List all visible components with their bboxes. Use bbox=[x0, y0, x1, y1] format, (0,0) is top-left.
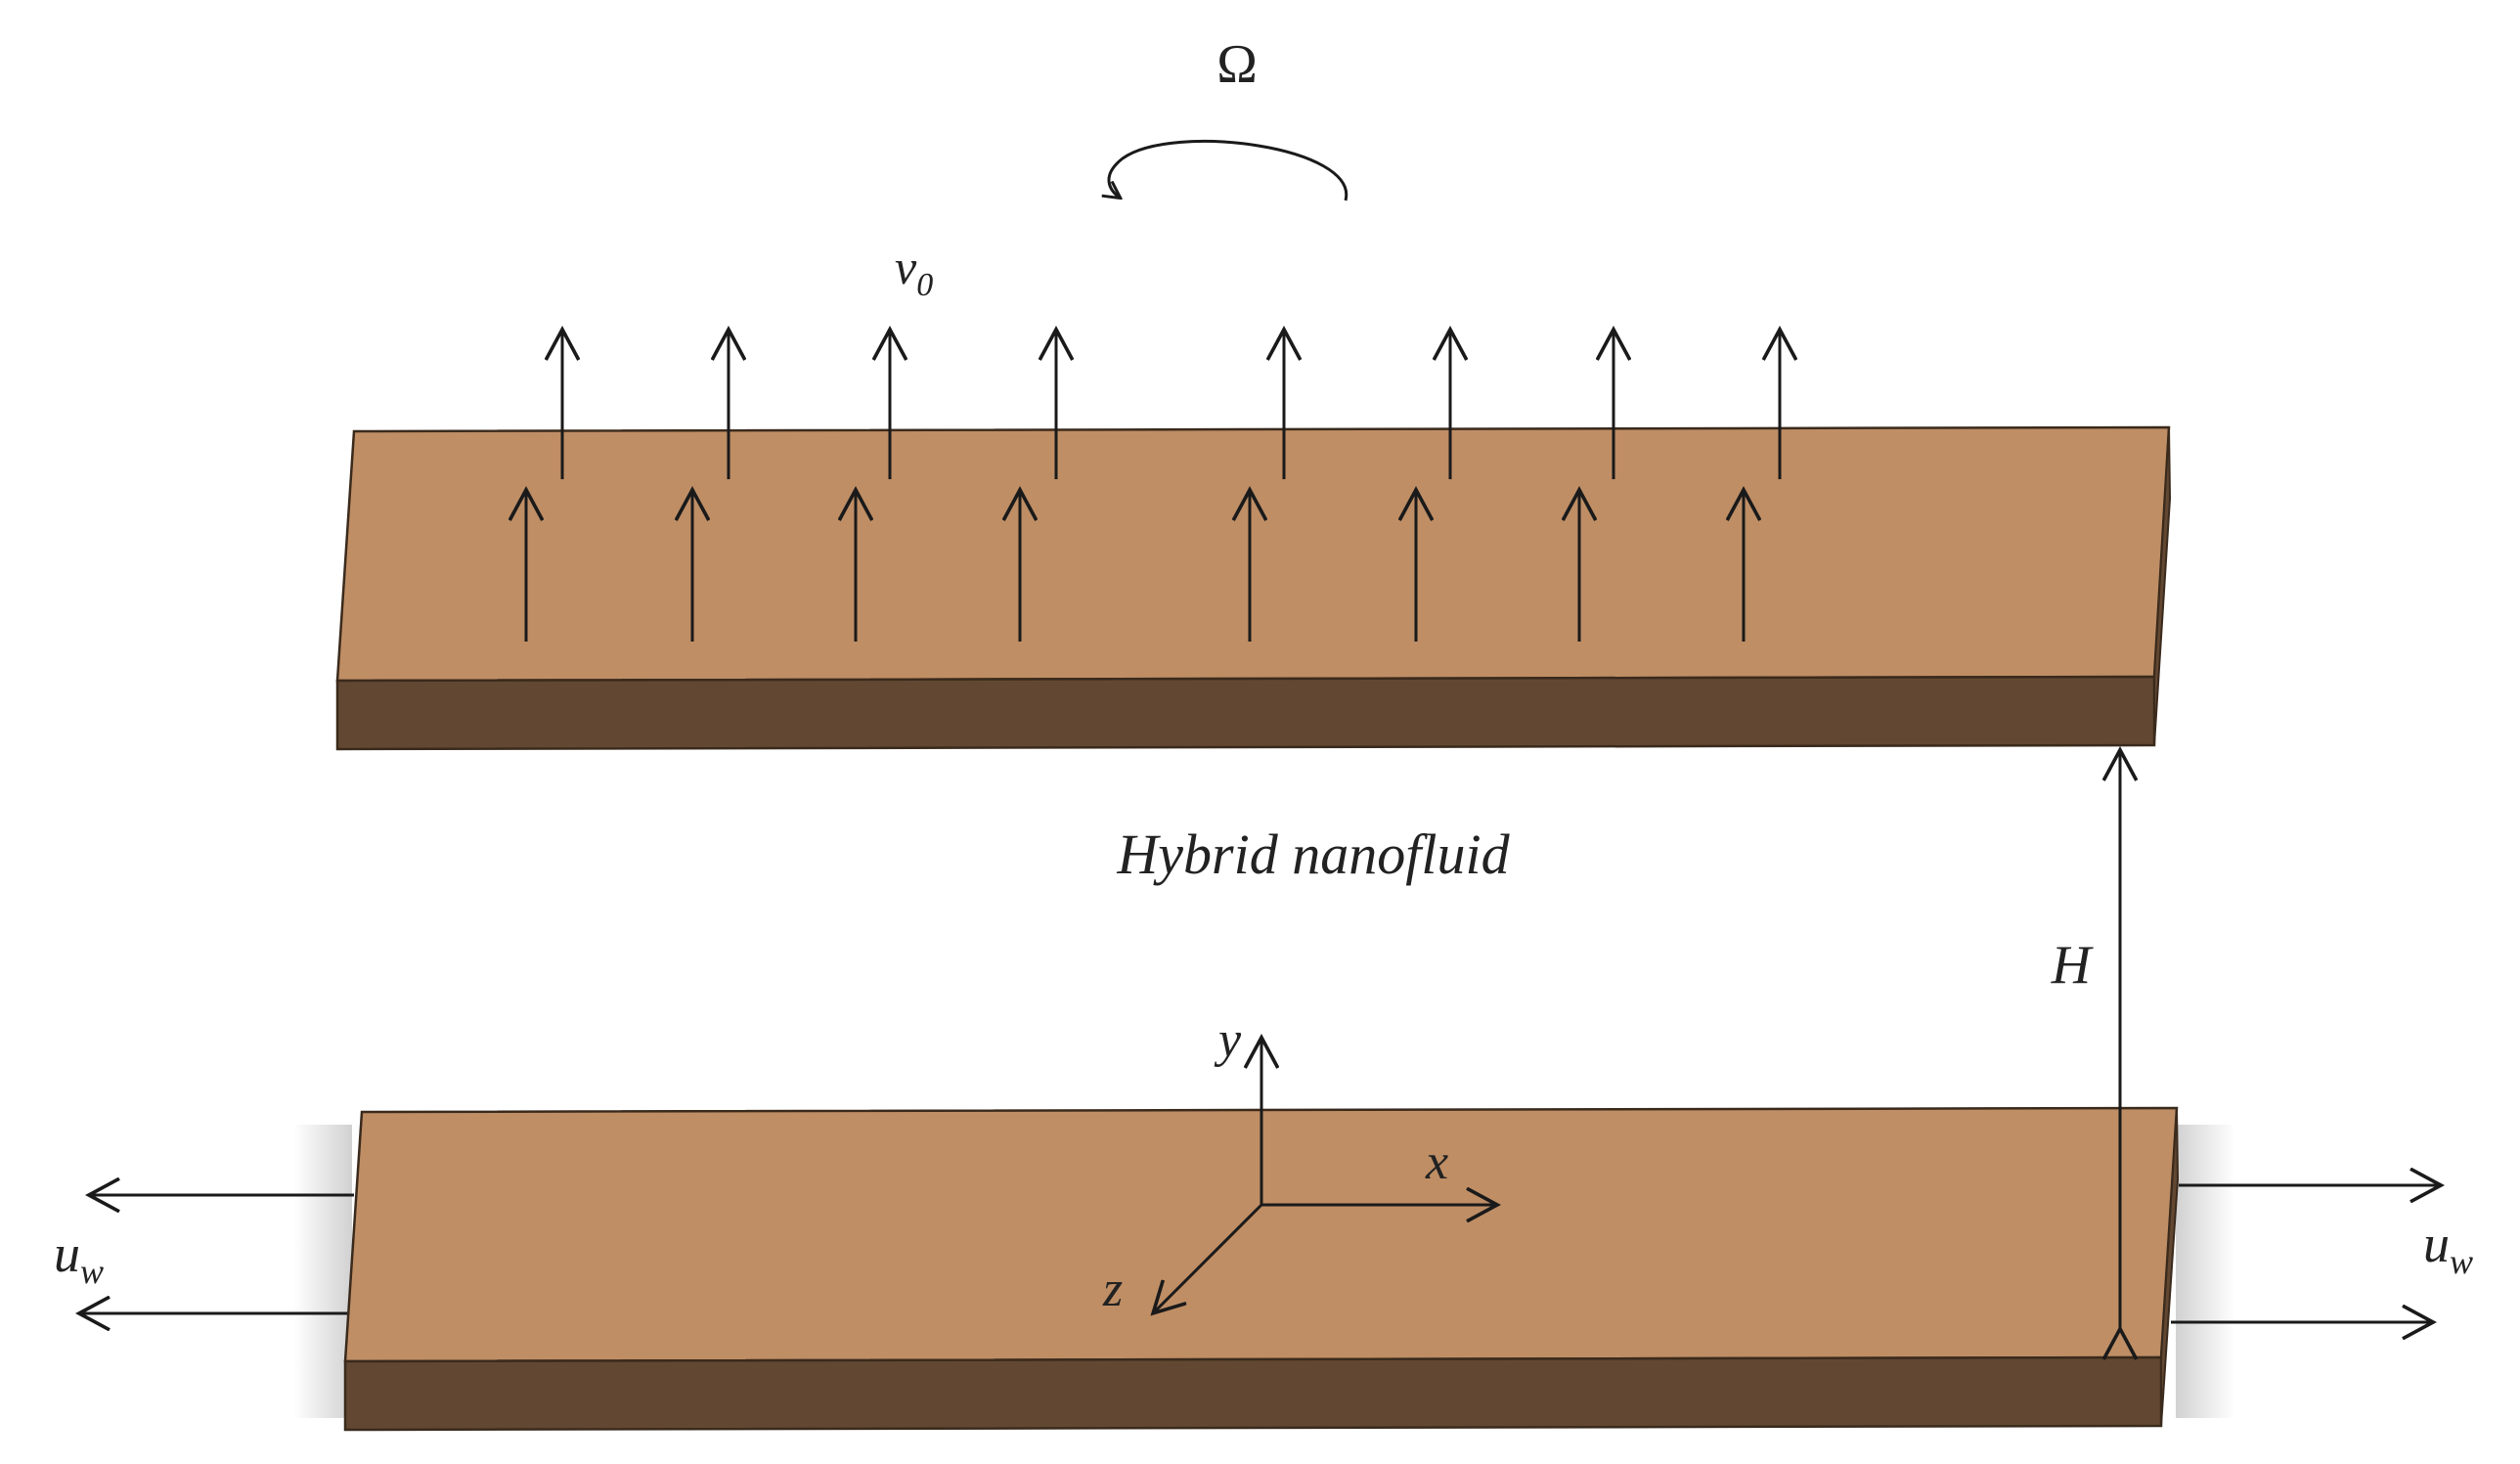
stretching-arrows-left bbox=[80, 1195, 354, 1313]
upper-plate-top-face bbox=[335, 425, 2171, 683]
lower-plate bbox=[343, 1106, 2180, 1432]
z-axis-arrow bbox=[1154, 1203, 1263, 1312]
suction-arrows-lower-row bbox=[526, 491, 1744, 642]
uw-right-label: uw bbox=[2423, 1215, 2473, 1281]
lower-plate-end-face bbox=[2160, 1107, 2180, 1427]
stretching-arrows-right bbox=[2171, 1185, 2440, 1322]
coordinate-axes: y x z bbox=[1102, 1012, 1496, 1317]
upper-plate bbox=[335, 425, 2172, 751]
suction-arrows-upper-row bbox=[562, 331, 1780, 479]
upper-plate-side-face bbox=[335, 675, 2156, 751]
z-axis-label: z bbox=[1102, 1262, 1123, 1317]
y-axis-label: y bbox=[1214, 1012, 1242, 1068]
upper-plate-end-face bbox=[2153, 426, 2172, 746]
lower-plate-side-face bbox=[343, 1355, 2163, 1432]
height-label: H bbox=[2051, 935, 2094, 996]
v0-label: v0 bbox=[895, 240, 933, 303]
x-axis-label: x bbox=[1425, 1134, 1448, 1190]
lower-plate-shadow-left bbox=[293, 1125, 352, 1418]
omega-label: Ω bbox=[1216, 34, 1258, 95]
fluid-label: Hybrid nanofluid bbox=[1116, 822, 1510, 886]
uw-left-label: uw bbox=[54, 1224, 104, 1291]
lower-plate-shadow-right bbox=[2176, 1125, 2234, 1418]
rotation-arrow bbox=[1109, 139, 1348, 201]
